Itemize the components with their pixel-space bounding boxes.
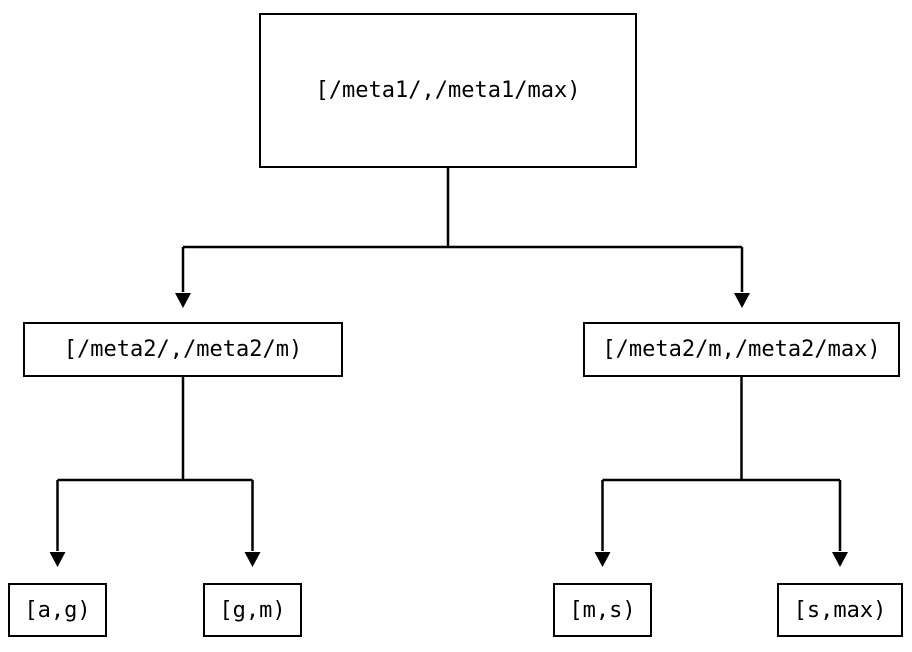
node-meta1-range: [/meta1/,/meta1/max) <box>259 13 637 168</box>
arrow-down-icon <box>175 293 191 308</box>
arrow-down-icon <box>49 552 66 567</box>
arrow-down-icon <box>734 293 750 308</box>
node-meta2-upper-range: [/meta2/m,/meta2/max) <box>583 322 900 377</box>
node-leaf-a-g: [a,g) <box>8 583 107 637</box>
arrow-down-icon <box>244 552 261 567</box>
node-leaf-s-max: [s,max) <box>777 583 903 637</box>
arrow-down-icon <box>832 552 848 567</box>
node-leaf-m-s: [m,s) <box>553 583 652 637</box>
node-meta2-lower-range: [/meta2/,/meta2/m) <box>23 322 343 377</box>
node-leaf-g-m: [g,m) <box>203 583 302 637</box>
arrow-down-icon <box>594 552 611 567</box>
